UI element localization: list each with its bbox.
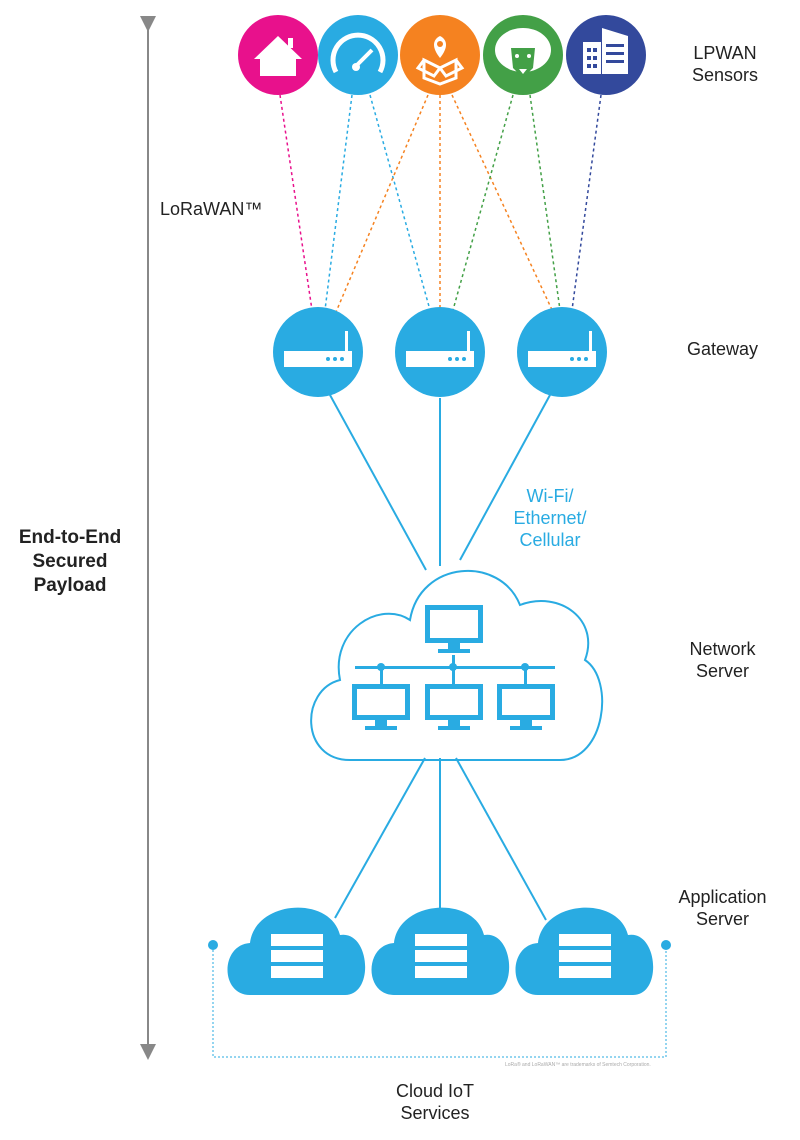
label-lpwan-sensors: LPWAN Sensors (691, 43, 759, 85)
gateway-2 (395, 307, 485, 397)
cloud-services-bracket (208, 940, 671, 1058)
label-network-server: Network Server (689, 639, 756, 681)
sensor-package (400, 15, 480, 95)
trademark-notice: LoRa® and LoRaWAN™ are trademarks of Sem… (505, 1062, 651, 1068)
lorawan-links (279, 94, 602, 313)
sensor-sheep (483, 15, 563, 95)
building-icon (583, 28, 628, 74)
network-server-cloud (310, 570, 604, 761)
backhaul-links (329, 394, 551, 571)
label-lorawan: LoRaWAN™ (160, 199, 263, 219)
gateway-1 (273, 307, 363, 397)
network-computers-icon (352, 605, 555, 730)
sensor-building (566, 15, 646, 95)
sensor-meter (318, 15, 398, 95)
server-rack-icon (271, 934, 611, 978)
router-icon (284, 351, 352, 367)
label-end-to-end-security: End-to-End Secured Payload (18, 527, 122, 596)
gateway-3 (517, 307, 607, 397)
router-icon (528, 351, 596, 367)
package-location-icon (415, 57, 465, 86)
home-icon (254, 36, 302, 76)
gateways (273, 307, 607, 397)
router-icon (406, 351, 474, 367)
meter-gauge-icon (330, 32, 386, 74)
application-servers (227, 907, 654, 995)
label-backhaul: Wi-Fi/ Ethernet/ Cellular (513, 486, 587, 550)
label-cloud-iot-services: Cloud IoT Services (395, 1081, 475, 1123)
sensor-home (238, 15, 318, 95)
label-gateway: Gateway (686, 339, 759, 359)
label-application-server: Application Server (678, 887, 767, 929)
application-links (334, 757, 547, 921)
